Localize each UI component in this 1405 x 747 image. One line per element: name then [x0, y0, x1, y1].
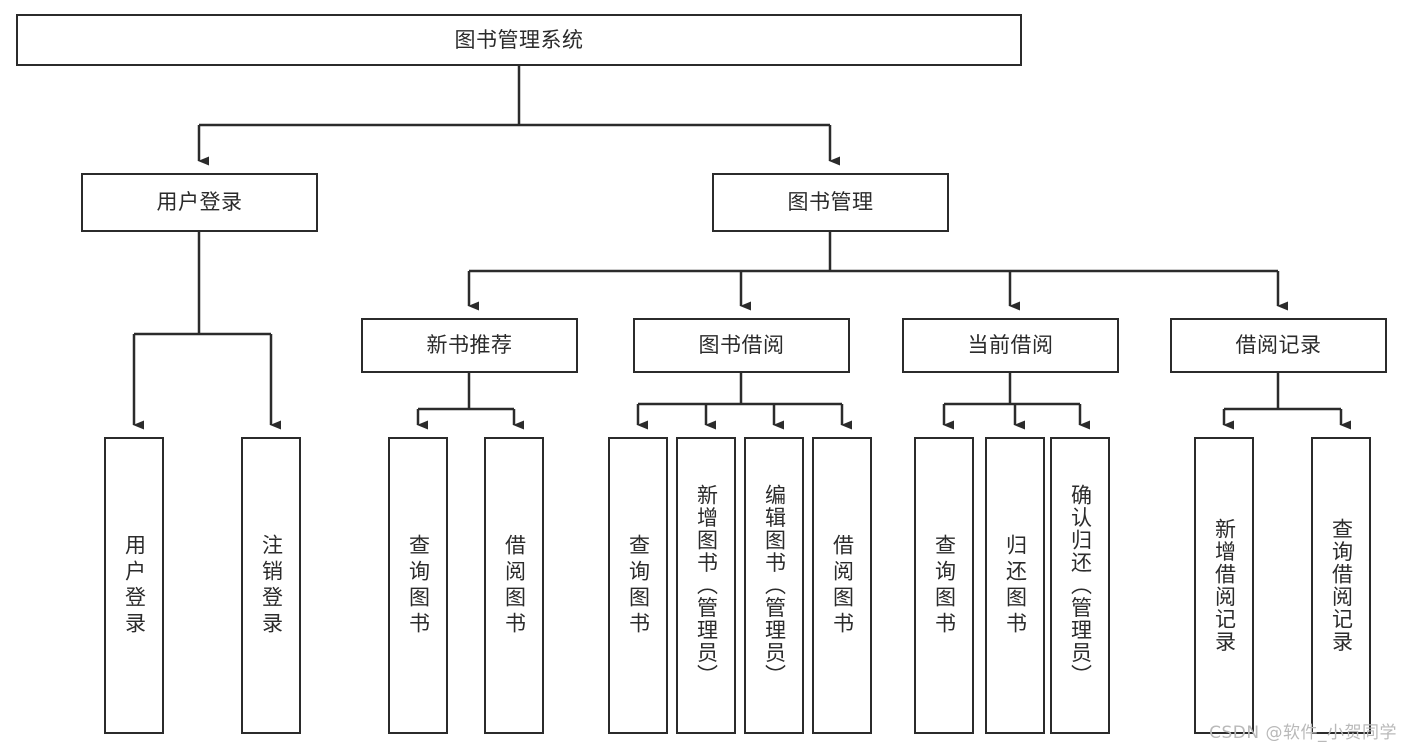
node-leaf-return-book-label: 归还图书 [1003, 533, 1028, 638]
node-root[interactable]: 图书管理系统 [16, 14, 1022, 66]
node-leaf-query-book-borrow-label: 查询图书 [626, 533, 651, 638]
node-leaf-confirm-return-admin-label: 确认归还（管理员） [1068, 484, 1093, 687]
node-borrow-record-label: 借阅记录 [1235, 333, 1322, 357]
node-leaf-borrow-book-rec[interactable]: 借阅图书 [484, 437, 544, 734]
node-leaf-query-borrow-record-label: 查询借阅记录 [1329, 518, 1354, 653]
node-leaf-query-book-rec-label: 查询图书 [406, 533, 431, 638]
node-leaf-logout-label: 注销登录 [259, 533, 284, 638]
node-leaf-borrow-book-label: 借阅图书 [830, 533, 855, 638]
node-leaf-query-book-rec[interactable]: 查询图书 [388, 437, 448, 734]
node-user-login-label: 用户登录 [156, 190, 243, 214]
node-leaf-query-book-current[interactable]: 查询图书 [914, 437, 974, 734]
node-leaf-user-login[interactable]: 用户登录 [104, 437, 164, 734]
node-book-manage[interactable]: 图书管理 [712, 173, 949, 232]
node-leaf-edit-book-admin-label: 编辑图书（管理员） [762, 484, 787, 687]
node-current-borrow[interactable]: 当前借阅 [902, 318, 1119, 373]
csdn-watermark: CSDN @软件_小贺同学 [1209, 723, 1397, 743]
node-leaf-add-book-admin-label: 新增图书（管理员） [694, 484, 719, 687]
node-leaf-borrow-book[interactable]: 借阅图书 [812, 437, 872, 734]
node-leaf-add-borrow-record[interactable]: 新增借阅记录 [1194, 437, 1254, 734]
node-leaf-query-book-current-label: 查询图书 [932, 533, 957, 638]
node-leaf-logout[interactable]: 注销登录 [241, 437, 301, 734]
node-leaf-edit-book-admin[interactable]: 编辑图书（管理员） [744, 437, 804, 734]
node-new-book-recommend-label: 新书推荐 [426, 333, 513, 357]
node-book-borrow-label: 图书借阅 [698, 333, 785, 357]
node-user-login[interactable]: 用户登录 [81, 173, 318, 232]
node-leaf-borrow-book-rec-label: 借阅图书 [502, 533, 527, 638]
node-leaf-add-book-admin[interactable]: 新增图书（管理员） [676, 437, 736, 734]
node-root-label: 图书管理系统 [454, 27, 584, 52]
node-borrow-record[interactable]: 借阅记录 [1170, 318, 1387, 373]
node-current-borrow-label: 当前借阅 [967, 333, 1054, 357]
node-book-borrow[interactable]: 图书借阅 [633, 318, 850, 373]
node-leaf-query-book-borrow[interactable]: 查询图书 [608, 437, 668, 734]
node-new-book-recommend[interactable]: 新书推荐 [361, 318, 578, 373]
node-leaf-return-book[interactable]: 归还图书 [985, 437, 1045, 734]
node-leaf-confirm-return-admin[interactable]: 确认归还（管理员） [1050, 437, 1110, 734]
node-book-manage-label: 图书管理 [787, 190, 874, 214]
node-leaf-add-borrow-record-label: 新增借阅记录 [1212, 518, 1237, 653]
node-leaf-query-borrow-record[interactable]: 查询借阅记录 [1311, 437, 1371, 734]
node-leaf-user-login-label: 用户登录 [122, 533, 147, 638]
